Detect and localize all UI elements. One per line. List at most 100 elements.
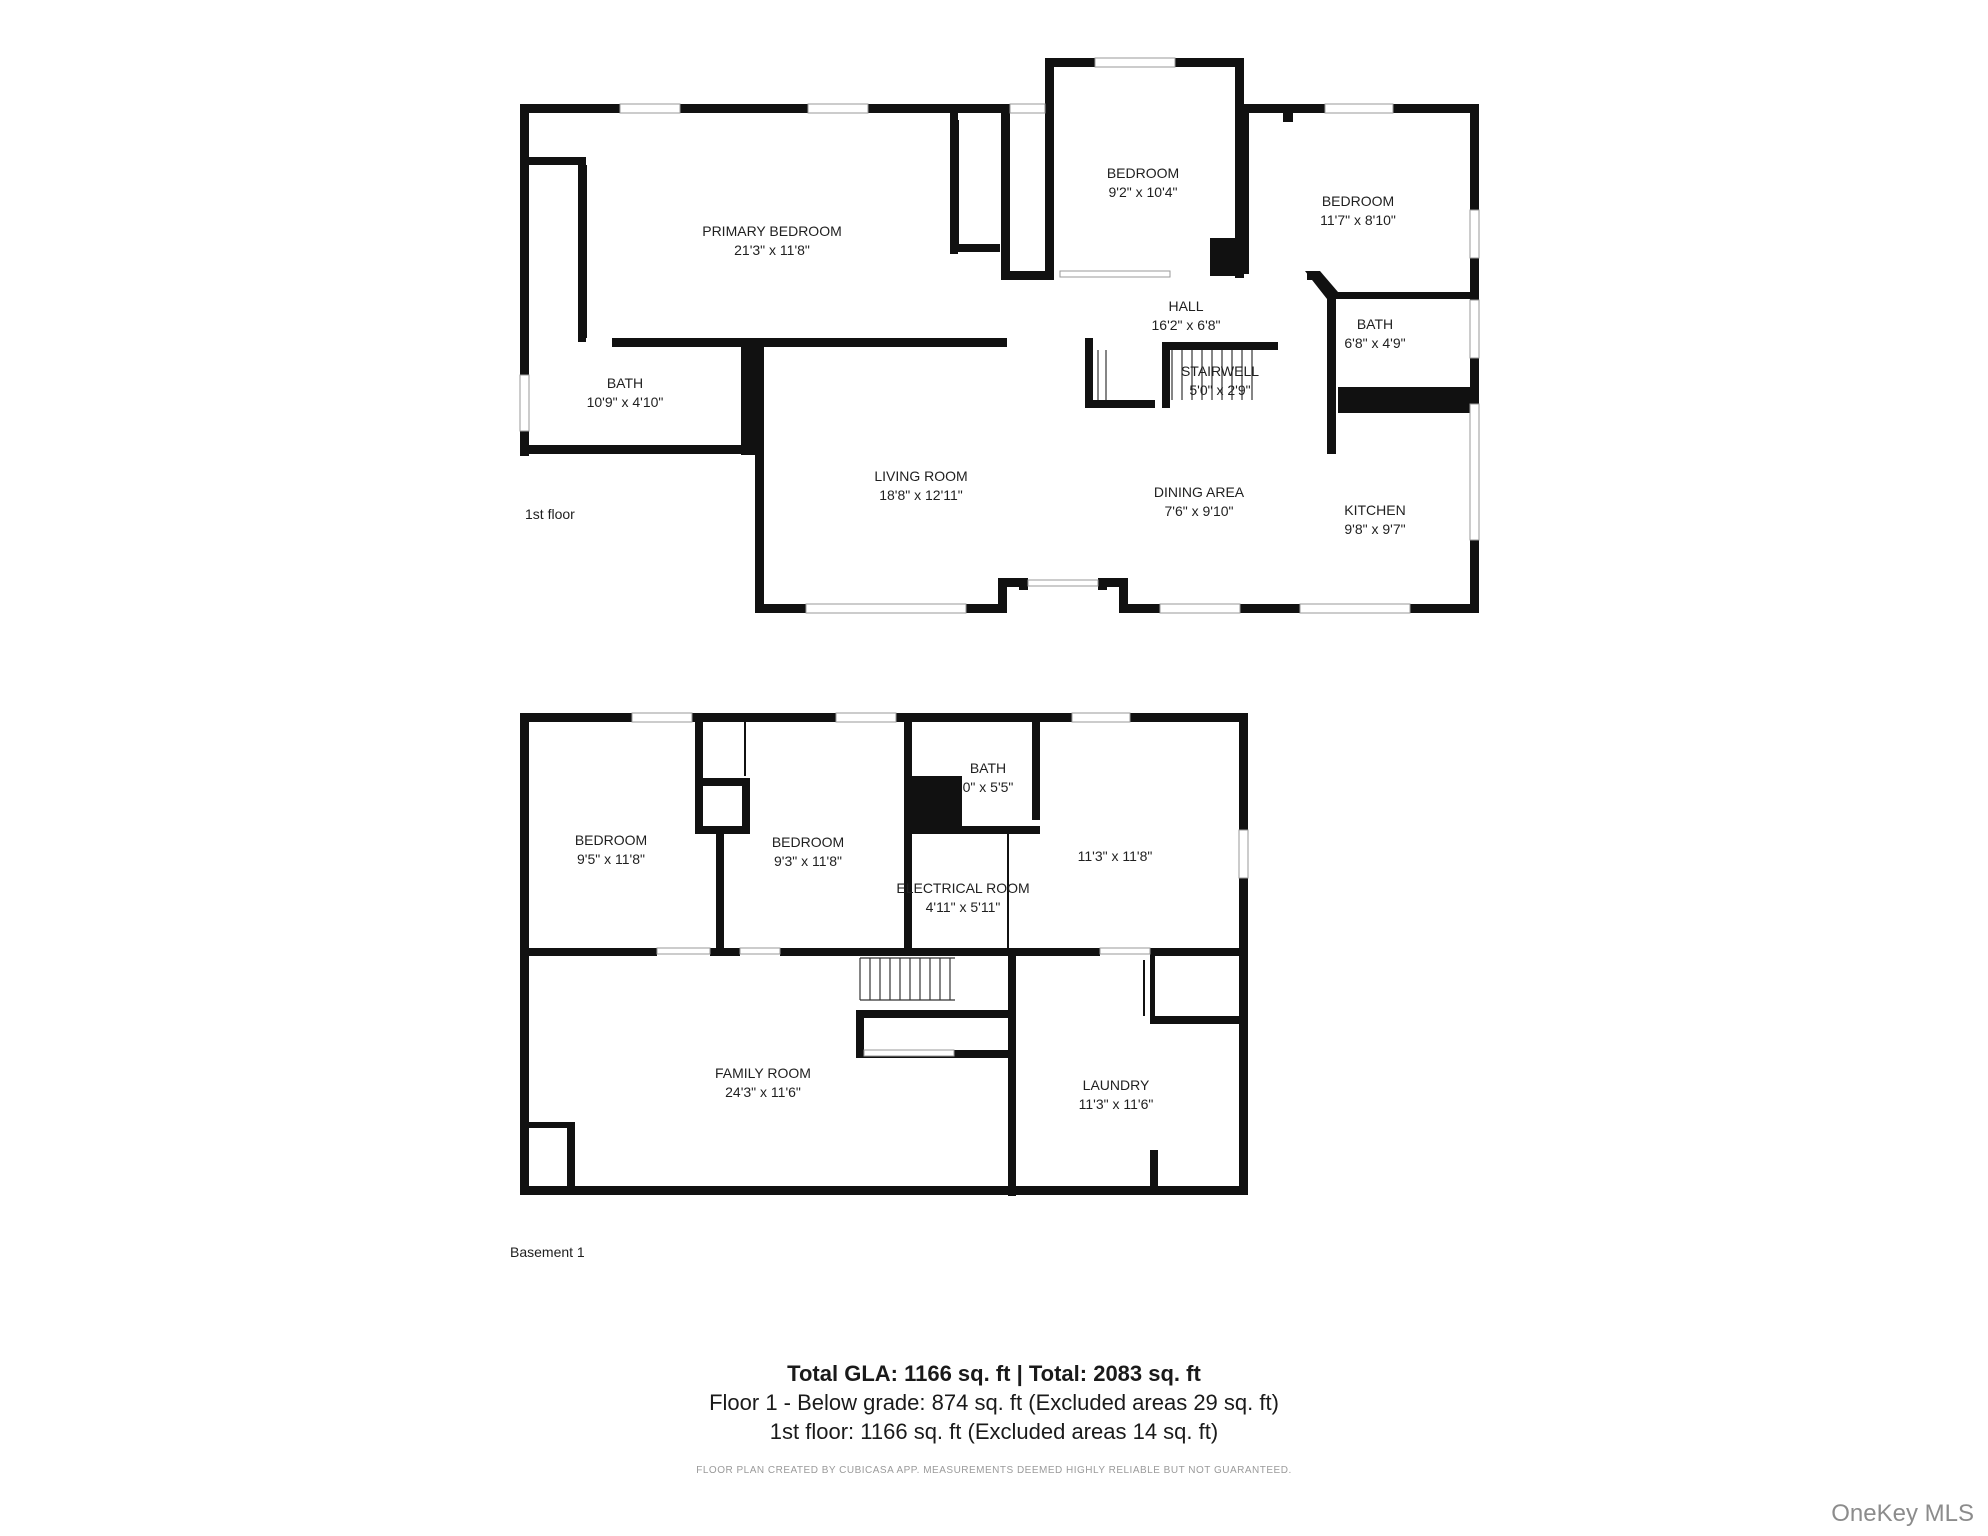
window: [1238, 829, 1249, 879]
room-dimensions: 9'2" x 10'4": [1109, 184, 1178, 200]
wall: [1162, 342, 1170, 408]
wall: [520, 445, 750, 454]
room-dimensions: 4'11" x 5'11": [926, 899, 1001, 915]
room-dimensions: 9'3" x 11'8": [774, 853, 842, 869]
room-dimensions: 11'3" x 11'8": [1078, 848, 1153, 864]
total-area-summary: Total GLA: 1166 sq. ft | Total: 2083 sq.…: [787, 1361, 1201, 1386]
wall: [1010, 948, 1100, 956]
wall: [1283, 104, 1293, 122]
wall: [742, 778, 750, 830]
window: [1299, 603, 1411, 614]
window: [1009, 103, 1046, 114]
wall: [1001, 104, 1010, 280]
room-name: STAIRWELL: [1181, 363, 1259, 379]
wall: [1162, 342, 1278, 350]
first-floor-plan: PRIMARY BEDROOM 21'3" x 11'8" BEDROOM 9'…: [519, 57, 1480, 614]
wall: [520, 1186, 1248, 1195]
room-name: FAMILY ROOM: [715, 1065, 811, 1081]
room-name: BEDROOM: [772, 834, 844, 850]
wall: [695, 720, 703, 830]
wall: [1150, 1150, 1158, 1190]
window: [519, 374, 530, 432]
wall: [1235, 58, 1244, 278]
room-dimensions: 11'3" x 11'6": [1079, 1096, 1154, 1112]
wall: [1032, 720, 1040, 820]
wall: [856, 1010, 1016, 1018]
room-dimensions: 0" x 5'5": [963, 779, 1014, 795]
wall: [1210, 238, 1240, 276]
wall: [998, 578, 1007, 613]
room-name: LAUNDRY: [1083, 1077, 1150, 1093]
watermark-logo: OneKey MLS: [1831, 1500, 1974, 1527]
floor-1-area-summary: Floor 1 - Below grade: 874 sq. ft (Exclu…: [709, 1390, 1279, 1415]
basement-floor-plan: BEDROOM 9'5" x 11'8" BEDROOM 9'3" x 11'8…: [510, 712, 1249, 1260]
wall: [1119, 604, 1479, 613]
wall: [1327, 292, 1336, 454]
floor-label: 1st floor: [525, 506, 575, 522]
wall: [1470, 540, 1479, 613]
room-dimensions: 7'6" x 9'10": [1165, 503, 1234, 519]
wall: [950, 104, 958, 254]
wall: [998, 578, 1028, 587]
room-name: DINING AREA: [1154, 484, 1245, 500]
wall: [912, 776, 962, 834]
window: [1027, 579, 1099, 587]
wall: [527, 948, 657, 956]
wall: [1008, 956, 1016, 1196]
room-dimensions: 11'7" x 8'10": [1320, 212, 1396, 228]
room-dimensions: 16'2" x 6'8": [1152, 317, 1221, 333]
wall: [695, 778, 750, 786]
wall: [527, 1122, 575, 1128]
wall: [695, 826, 750, 834]
floor-label: Basement 1: [510, 1244, 585, 1260]
window: [619, 103, 681, 114]
wall: [520, 104, 529, 456]
wall: [1305, 271, 1338, 299]
wall: [520, 713, 529, 1194]
wall: [1001, 271, 1054, 280]
wall: [578, 157, 586, 342]
room-name: LIVING ROOM: [874, 468, 967, 484]
window: [1159, 603, 1241, 614]
wall: [567, 1122, 575, 1188]
wall: [716, 830, 724, 956]
wall: [1098, 578, 1128, 587]
room-name: HALL: [1168, 298, 1203, 314]
room-dimensions: 9'8" x 9'7": [1344, 521, 1405, 537]
room-dimensions: 6'8" x 4'9": [1344, 335, 1405, 351]
window: [1469, 299, 1480, 359]
window: [1094, 57, 1176, 68]
window: [835, 712, 897, 723]
wall: [856, 1010, 864, 1058]
wall: [755, 343, 764, 613]
wall: [1240, 104, 1249, 274]
wall: [1150, 956, 1155, 1024]
wall: [780, 948, 1010, 956]
wall: [950, 244, 1000, 252]
wall: [710, 948, 740, 956]
window: [631, 712, 693, 723]
window: [807, 103, 869, 114]
wall: [612, 338, 1007, 347]
room-name: KITCHEN: [1344, 502, 1405, 518]
window: [656, 947, 711, 955]
room-name: BATH: [607, 375, 643, 391]
wall: [904, 720, 912, 956]
stairwell-steps: [1097, 350, 1253, 400]
disclaimer-text: FLOOR PLAN CREATED BY CUBICASA APP. MEAS…: [696, 1465, 1292, 1476]
window: [1071, 712, 1131, 723]
room-dimensions: 21'3" x 11'8": [734, 242, 810, 258]
window: [1469, 209, 1480, 259]
window: [1324, 103, 1394, 114]
wall: [520, 338, 527, 346]
wall: [1327, 292, 1477, 299]
room-dimensions: 5'0" x 2'9": [1189, 382, 1250, 398]
wall: [1019, 578, 1028, 590]
wall: [1338, 387, 1477, 413]
room-name: BEDROOM: [1322, 193, 1394, 209]
window: [1469, 403, 1480, 541]
room-name: ELECTRICAL ROOM: [896, 880, 1029, 896]
room-name: BATH: [970, 760, 1006, 776]
room-dimensions: 18'8" x 12'11": [879, 487, 963, 503]
